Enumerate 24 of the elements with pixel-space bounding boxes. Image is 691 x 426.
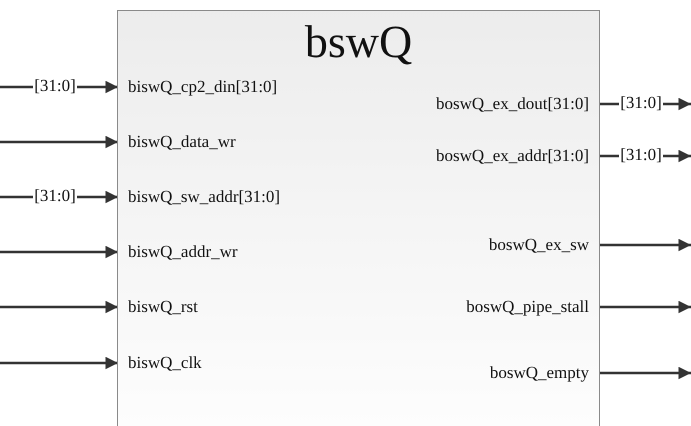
signal-arrow — [599, 300, 691, 314]
output-port-label: boswQ_ex_sw — [488, 235, 599, 255]
output-port-label: boswQ_ex_addr[31:0] — [436, 146, 599, 166]
bus-width-label: [31:0] — [619, 146, 663, 164]
input-port-label: biswQ_data_wr — [118, 132, 236, 152]
input-port-label: biswQ_rst — [118, 297, 198, 317]
module-title: bswQ — [304, 15, 414, 68]
bus-width-label: [31:0] — [619, 94, 663, 112]
module-block — [117, 10, 600, 426]
input-port-label: biswQ_sw_addr[31:0] — [118, 187, 280, 207]
input-port-label: biswQ_clk — [118, 353, 202, 373]
output-port-label: boswQ_ex_dout[31:0] — [436, 94, 599, 114]
signal-arrow — [0, 356, 118, 370]
output-port-label: boswQ_empty — [490, 363, 599, 383]
signal-arrow — [0, 246, 118, 258]
output-port-label: boswQ_pipe_stall — [466, 297, 599, 317]
bus-width-label: [31:0] — [33, 77, 77, 95]
input-port-label: biswQ_addr_wr — [118, 242, 238, 262]
signal-arrow — [599, 366, 691, 380]
signal-arrow — [0, 136, 118, 148]
signal-arrow — [599, 238, 691, 252]
input-port-label: biswQ_cp2_din[31:0] — [118, 77, 278, 97]
signal-arrow — [0, 300, 118, 314]
bus-width-label: [31:0] — [33, 187, 77, 205]
